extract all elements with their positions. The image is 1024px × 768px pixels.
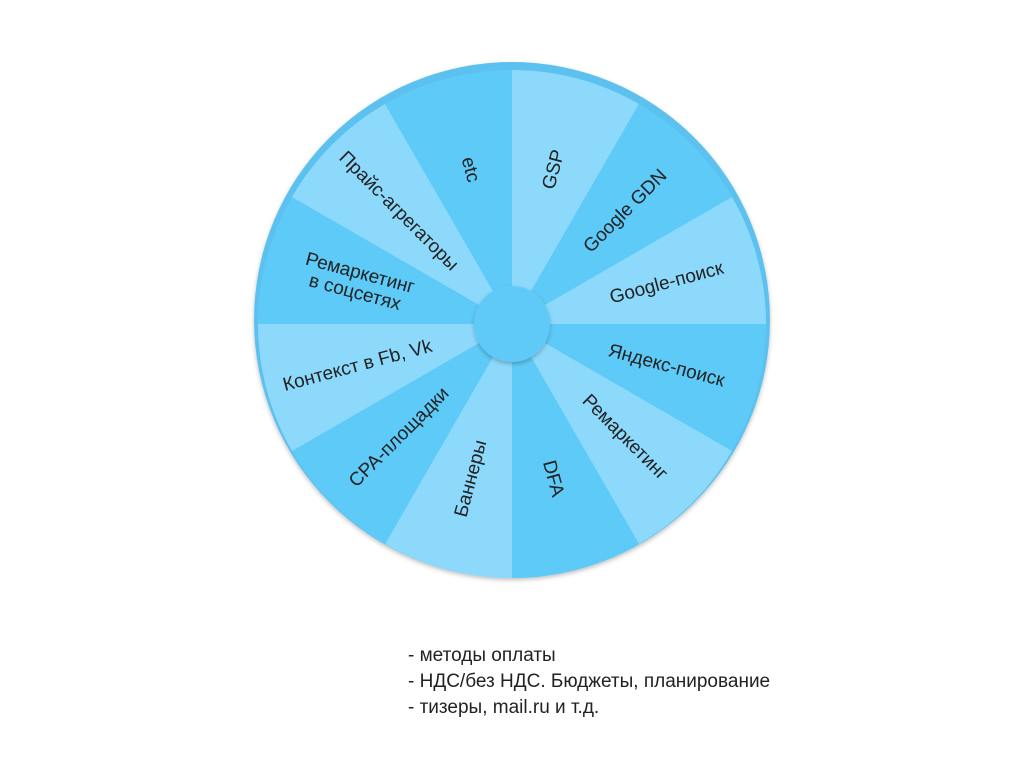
notes-list: - методы оплаты - НДС/без НДС. Бюджеты, … [408, 643, 770, 721]
wheel-segment [385, 70, 512, 324]
wheel-segment [385, 324, 512, 578]
wheel-segment [512, 324, 766, 451]
wheel-segment [292, 324, 512, 544]
wheel-segment [258, 197, 512, 324]
note-item: - НДС/без НДС. Бюджеты, планирование [408, 671, 771, 692]
segments-group [258, 70, 766, 578]
center-hub [474, 286, 550, 362]
note-item: - методы оплаты [408, 645, 556, 666]
wheel-segment [512, 324, 639, 578]
wheel-segment [258, 324, 512, 451]
wheel-segment [512, 324, 732, 544]
wheel-segment [512, 70, 639, 324]
wheel-segment [512, 104, 732, 325]
note-item: - тизеры, mail.ru и т.д. [408, 697, 600, 718]
wheel-segment [292, 104, 512, 325]
wheel-segment [512, 197, 766, 324]
